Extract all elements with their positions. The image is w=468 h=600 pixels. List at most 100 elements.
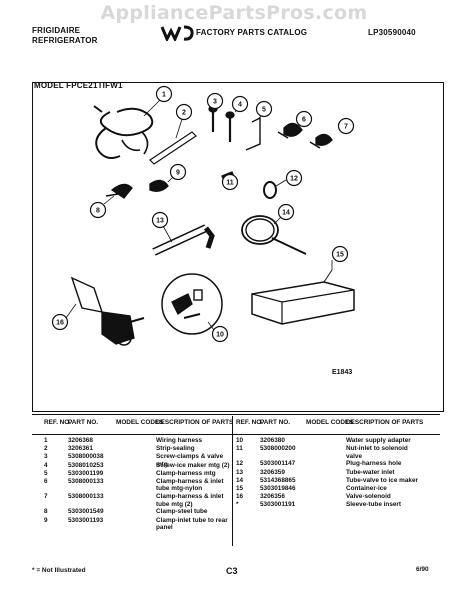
callout-13: 13	[151, 211, 169, 229]
description-cell: Wiring harness	[156, 437, 203, 444]
callout-label: 11	[226, 180, 234, 187]
part-number-cell: 5308000038	[68, 453, 104, 461]
part-number-cell: 3206361	[68, 445, 93, 453]
description-cell: Tube-water inlet	[346, 468, 395, 476]
ref-cell: 2	[44, 445, 48, 453]
callout-7: 7	[337, 117, 355, 135]
callout-label: 13	[156, 218, 164, 225]
part-number-cell: 5308000133	[68, 493, 104, 501]
part-number-cell: 5314368865	[260, 476, 296, 484]
callout-4: 4	[231, 95, 249, 113]
callout-16: 16	[51, 313, 69, 331]
ref-cell: 12	[236, 460, 244, 468]
callout-14: 14	[277, 203, 295, 221]
column-divider	[232, 416, 233, 546]
callout-label: 1	[162, 92, 166, 99]
callout-2: 2	[175, 103, 193, 121]
header-ref-no-right: REF. NO.	[236, 419, 263, 426]
part-number-cell: 5303001549	[68, 508, 104, 516]
part-number-cell: 5303001191	[260, 501, 296, 509]
ref-cell: 7	[44, 493, 48, 501]
description-cell: Clamp-harness & inlet tube mtg-nylon	[156, 478, 224, 493]
description-cell: Container-ice	[346, 485, 387, 492]
catalog-date: 6/90	[416, 566, 429, 573]
callout-label: 3	[213, 99, 217, 106]
callout-label: 10	[216, 332, 224, 339]
description-cell: Screw-ice maker mtg (2)	[156, 461, 230, 469]
part-number-cell: 5308010253	[68, 461, 104, 469]
page-number: C3	[226, 566, 238, 576]
catalog-title: FACTORY PARTS CATALOG	[196, 28, 308, 37]
description-cell: Valve-solenoid	[346, 493, 391, 501]
part-number-cell: 5303019846	[260, 485, 296, 492]
header-description-right: DESCRIPTION OF PARTS	[346, 419, 424, 426]
callout-label: 9	[176, 170, 180, 177]
description-cell: Sleeve-tube insert	[346, 501, 402, 509]
callout-label: 12	[290, 176, 298, 183]
header-model-codes: MODEL CODES	[116, 419, 164, 426]
description-cell: Clamp-steel tube	[156, 508, 208, 516]
diagram-frame	[32, 82, 444, 412]
ref-cell: 16	[236, 493, 244, 501]
description-cell: Nut-inlet to solenoid valve	[346, 445, 408, 460]
callout-5: 5	[255, 100, 273, 118]
description-cell: Water supply adapter	[346, 437, 411, 444]
product-name: REFRIGERATOR	[32, 36, 98, 45]
part-number-cell: 5303001147	[260, 460, 296, 468]
ref-cell: 5	[44, 469, 48, 477]
callout-3: 3	[206, 92, 224, 110]
model-label: MODEL FPCE21TIFW1	[34, 81, 123, 90]
ref-cell: 1	[44, 437, 48, 444]
callout-15: 15	[331, 245, 349, 263]
ref-cell: 8	[44, 508, 48, 516]
callout-8: 8	[89, 201, 107, 219]
catalog-number: LP30590040	[368, 28, 416, 37]
footnote: * = Not Illustrated	[32, 567, 86, 574]
ref-cell: 15	[236, 485, 244, 492]
part-number-cell: 3206356	[260, 493, 285, 501]
description-cell: Screw-clamps & valve mtg	[156, 453, 224, 468]
part-number-cell: 5303001199	[68, 469, 104, 477]
ref-cell: 3	[44, 453, 48, 461]
callout-label: 6	[302, 117, 306, 124]
ref-cell: 4	[44, 461, 48, 469]
figure-code: E1843	[332, 369, 352, 376]
ref-cell: 11	[236, 445, 243, 453]
brand-name: FRIGIDAIRE	[32, 26, 81, 35]
callout-label: 7	[344, 124, 348, 131]
callout-1: 1	[155, 85, 173, 103]
ref-cell: 9	[44, 516, 48, 524]
ref-cell: *	[236, 501, 239, 509]
part-number-cell: 5303001193	[68, 516, 104, 524]
part-number-cell: 3206380	[260, 437, 285, 444]
callout-label: 16	[56, 320, 64, 327]
callout-label: 2	[182, 110, 186, 117]
callout-10: 10	[211, 325, 229, 343]
callout-label: 8	[96, 208, 100, 215]
part-number-cell: 3206368	[68, 437, 93, 444]
callout-12: 12	[285, 169, 303, 187]
ref-cell: 6	[44, 478, 48, 485]
part-number-cell: 5308000200	[260, 445, 296, 453]
callout-label: 14	[282, 210, 290, 217]
description-cell: Strip-sealing	[156, 445, 195, 453]
watermark: AppliancePartsPros.com	[100, 2, 368, 24]
ref-cell: 10	[236, 437, 244, 444]
header-model-codes-right: MODEL CODES	[306, 419, 354, 426]
header-ref-no: REF. NO.	[44, 419, 71, 426]
part-number-cell: 5308000133	[68, 478, 104, 485]
header-part-no-right: PART NO.	[260, 419, 291, 426]
callout-9: 9	[169, 163, 187, 181]
callout-label: 15	[336, 252, 344, 259]
ref-cell: 14	[236, 476, 244, 484]
description-cell: Plug-harness hole	[346, 460, 402, 468]
callout-6: 6	[295, 110, 313, 128]
ref-cell: 13	[236, 468, 244, 476]
description-cell: Clamp-harness mtg	[156, 469, 216, 477]
description-cell: Tube-valve to ice maker	[346, 476, 418, 484]
callout-label: 5	[262, 107, 266, 114]
header-description: DESCRIPTION OF PARTS	[156, 419, 234, 426]
part-number-cell: 3206359	[260, 468, 285, 476]
brand-logo	[160, 23, 194, 46]
